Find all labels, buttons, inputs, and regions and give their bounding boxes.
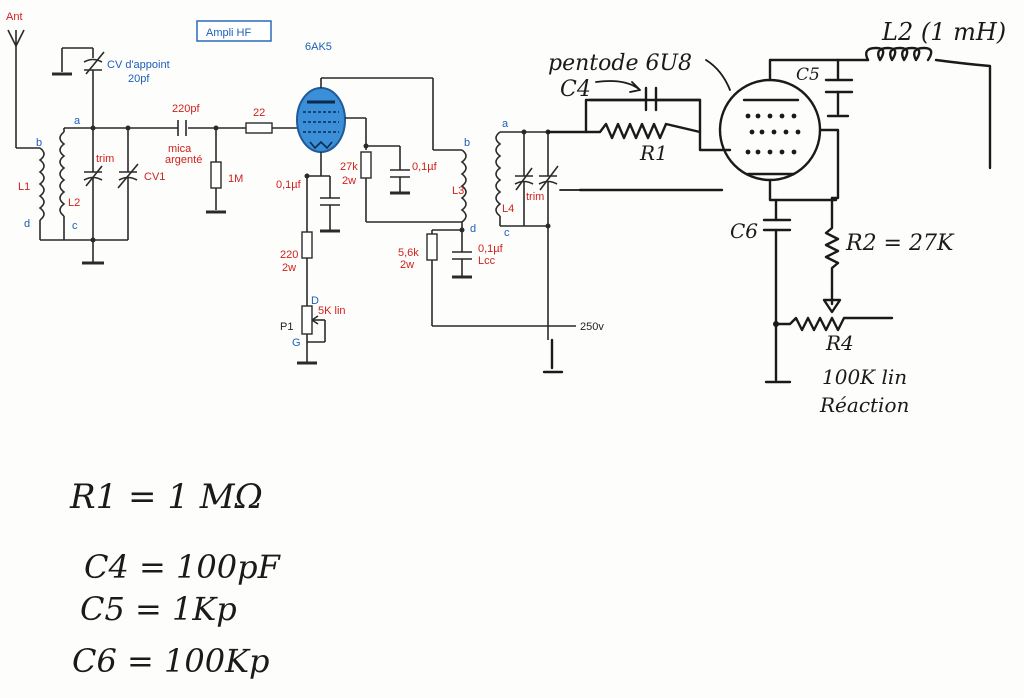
antenna-label: Ant xyxy=(6,11,23,23)
L2-label: L2 xyxy=(68,197,80,209)
r220-label-1: 220 xyxy=(280,249,298,261)
P1-label: P1 xyxy=(280,321,293,333)
resistor-1M xyxy=(206,128,226,214)
potentiometer-P1 xyxy=(297,305,326,365)
legend-line-1: R1 = 1 MΩ xyxy=(69,477,263,517)
capacitor-cv-appoint xyxy=(52,47,105,128)
cv-appoint-label-2: 20pf xyxy=(128,73,150,85)
c5-handwritten: C5 xyxy=(796,65,820,85)
coil-L1 xyxy=(16,147,62,241)
c01-label-2: 0,1µf xyxy=(276,179,302,191)
capacitor-01uf-lcc xyxy=(452,230,472,279)
r22-label: 22 xyxy=(253,107,265,119)
tube-6ak5 xyxy=(296,87,346,153)
r220-label-2: 2w xyxy=(282,262,296,274)
r4-value-handwritten: 100K lin xyxy=(822,365,907,389)
node-c1-label: c xyxy=(72,220,78,232)
pentode-handwritten: pentode 6U8 xyxy=(548,51,692,76)
CV1-label: CV1 xyxy=(144,171,165,183)
antenna-symbol xyxy=(7,29,25,148)
node-b1-label: b xyxy=(36,137,42,149)
node-b2-label: b xyxy=(464,137,470,149)
resistor-27k xyxy=(360,151,462,223)
r27k-label-2: 2w xyxy=(342,175,356,187)
resistor-R1 xyxy=(584,122,702,140)
legend-line-4: C6 = 100Kp xyxy=(72,642,269,680)
r1M-label: 1M xyxy=(228,173,243,185)
ampli-hf-box xyxy=(196,20,272,42)
r4-handwritten: R4 xyxy=(825,331,854,355)
lcc-label: Lcc xyxy=(478,255,496,267)
c220pf-label: 220pf xyxy=(172,103,200,115)
reaction-handwritten: Réaction xyxy=(819,393,909,417)
potentiometer-R4 xyxy=(773,288,894,332)
capacitor-01uf-screen xyxy=(390,146,410,195)
capacitor-01uf-cathode xyxy=(320,176,340,233)
choke-L2-1mH xyxy=(865,46,992,170)
capacitor-CV1 xyxy=(117,128,139,240)
node-d1-label: d xyxy=(24,218,30,230)
node-a1-label: a xyxy=(74,115,81,127)
capacitor-C6 xyxy=(762,198,792,384)
c01-label-3: 0,1µf xyxy=(478,243,504,255)
node-G-label: G xyxy=(292,337,301,349)
L4-label: L4 xyxy=(502,203,514,215)
mica-label-2: argenté xyxy=(165,154,202,166)
resistor-5-6k xyxy=(426,230,576,327)
node-D-label: D xyxy=(311,295,319,307)
node-d2-label: d xyxy=(470,223,476,235)
c6-handwritten: C6 xyxy=(730,219,758,243)
tube-6ak5-label: 6AK5 xyxy=(305,41,332,53)
capacitor-trim-1 xyxy=(83,128,103,240)
c01-label-1: 0,1µf xyxy=(412,161,438,173)
c4-handwritten: C4 xyxy=(560,77,591,102)
resistor-22 xyxy=(245,122,273,134)
r56k-label-1: 5,6k xyxy=(398,247,419,259)
r2-handwritten: R2 = 27K xyxy=(845,231,955,256)
l2mh-handwritten: L2 (1 mH) xyxy=(881,18,1006,46)
resistor-R2 xyxy=(824,196,840,292)
r27k-label-1: 27k xyxy=(340,161,358,173)
node-a2-label: a xyxy=(502,118,509,130)
cv-appoint-label-1: CV d'appoint xyxy=(107,59,170,71)
L3-label: L3 xyxy=(452,185,464,197)
capacitor-trim-2 xyxy=(514,132,559,340)
mica-label-1: mica xyxy=(168,143,192,155)
capacitor-220pf xyxy=(177,120,187,136)
ampli-hf-label: Ampli HF xyxy=(206,27,252,39)
v250-label: 250v xyxy=(580,321,604,333)
trim2-label: trim xyxy=(526,191,544,203)
r56k-label-2: 2w xyxy=(400,259,414,271)
legend-line-2: C4 = 100pF xyxy=(84,548,282,586)
resistor-220 xyxy=(301,231,313,306)
capacitor-C5 xyxy=(824,58,854,118)
r1-handwritten: R1 xyxy=(639,141,668,165)
node-c2-label: c xyxy=(504,227,510,239)
capacitor-C4 xyxy=(588,86,702,112)
coil-L2 xyxy=(59,128,66,240)
tube-6u8 xyxy=(718,78,822,182)
p5k-label: 5K lin xyxy=(318,305,346,317)
legend-line-3: C5 = 1Kp xyxy=(80,590,237,628)
L1-label: L1 xyxy=(18,181,30,193)
trim1-label: trim xyxy=(96,153,114,165)
